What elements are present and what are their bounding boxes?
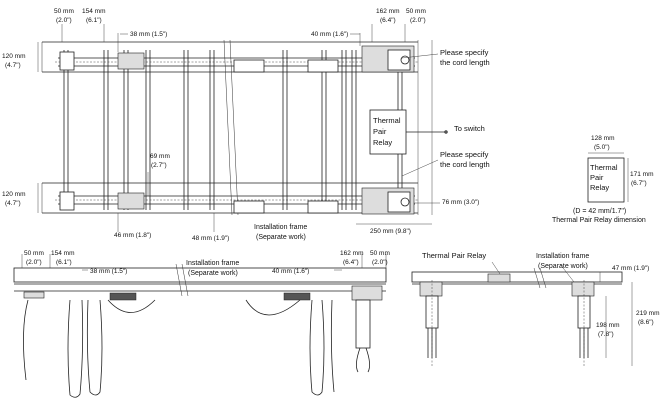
dim-right-40: 40 mm (1.6") — [311, 31, 348, 38]
dim-250: 250 mm (9.8") — [370, 228, 411, 235]
cord-note-top-1: Please specify — [440, 48, 489, 57]
cord-note-bottom-1: Please specify — [440, 150, 489, 159]
dim-front-50-right: 50 mm — [370, 250, 390, 257]
dim-left-154-in: (6.1") — [86, 17, 102, 24]
dim-right-50: 50 mm — [406, 8, 426, 15]
dim-front-154: 154 mm — [51, 250, 74, 257]
dim-front-162: 162 mm — [340, 250, 363, 257]
dim-left-154: 154 mm — [82, 8, 105, 15]
install-frame-front-1: Installation frame — [186, 260, 239, 267]
thermal-pair-relay-box — [369, 109, 407, 155]
plan-view: Thermal Pair Relay To switch Please spec… — [2, 8, 490, 242]
relay-detail-line-2: Pair — [590, 173, 604, 182]
cord-note-top-2: the cord length — [440, 58, 490, 67]
dim-171: 171 mm — [630, 171, 653, 178]
relay-caption-1: (D = 42 mm/1.7") — [573, 208, 626, 215]
dim-front-38: 38 mm (1.5") — [90, 268, 127, 275]
dim-198: 198 mm — [596, 322, 619, 329]
relay-detail-line-3: Relay — [590, 183, 609, 192]
dim-right-162: 162 mm — [376, 8, 399, 15]
relay-label-line-3: Relay — [373, 138, 392, 147]
dim-left-38: 38 mm (1.5") — [130, 31, 167, 38]
dim-front-50-right-in: (2.0") — [372, 259, 388, 266]
dim-69-in: (2.7") — [151, 162, 167, 169]
dim-120-top-in: (4.7") — [5, 62, 21, 69]
dim-219-in: (8.6") — [638, 319, 654, 326]
to-switch-label: To switch — [454, 124, 485, 133]
relay-dimension-detail: Thermal Pair Relay 128 mm (5.0") 171 mm … — [552, 135, 653, 224]
dim-120-bottom-in: (4.7") — [5, 200, 21, 207]
dim-128-in: (5.0") — [594, 144, 610, 151]
dim-front-50-in: (2.0") — [26, 259, 42, 266]
dim-198-in: (7.8") — [598, 331, 614, 338]
dim-front-162-in: (6.4") — [343, 259, 359, 266]
thermal-pair-relay-label: Thermal Pair Relay — [422, 251, 486, 260]
dim-front-50: 50 mm — [24, 250, 44, 257]
dim-front-154-in: (6.1") — [56, 259, 72, 266]
install-frame-front-2: (Separate work) — [188, 270, 238, 277]
relay-caption-2: Thermal Pair Relay dimension — [552, 217, 646, 224]
install-frame-plan-1: Installation frame — [254, 224, 307, 231]
relay-detail-line-1: Thermal — [590, 163, 618, 172]
dim-120-top: 120 mm — [2, 53, 25, 60]
side-elevation: Thermal Pair Relay Installation frame (S… — [411, 251, 659, 366]
dim-left-50-in: (2.0") — [56, 17, 72, 24]
dim-120-bottom: 120 mm — [2, 191, 25, 198]
relay-label-line-1: Thermal — [373, 116, 401, 125]
install-frame-plan-2: (Separate work) — [256, 234, 306, 241]
dim-171-in: (6.7") — [631, 180, 647, 187]
dim-48: 48 mm (1.9") — [192, 235, 229, 242]
dim-128: 128 mm — [591, 135, 614, 142]
dim-46: 46 mm (1.8") — [114, 232, 151, 239]
runner-rods — [63, 50, 357, 210]
dim-right-50-in: (2.0") — [410, 17, 426, 24]
dim-front-40: 40 mm (1.6") — [272, 268, 309, 275]
front-elevation: 50 mm (2.0") 154 mm (6.1") 38 mm (1.5") … — [13, 250, 390, 398]
relay-label-line-2: Pair — [373, 127, 387, 136]
dim-47: 47 mm (1.9") — [612, 265, 649, 272]
cord-note-bottom-2: the cord length — [440, 160, 490, 169]
dim-76: 76 mm (3.0") — [442, 199, 479, 206]
install-frame-side-2: (Separate work) — [538, 263, 588, 270]
dim-right-162-in: (6.4") — [380, 17, 396, 24]
dim-left-50: 50 mm — [54, 8, 74, 15]
dim-69: 69 mm — [150, 153, 170, 160]
install-frame-side-1: Installation frame — [536, 253, 589, 260]
dim-219: 219 mm — [636, 310, 659, 317]
